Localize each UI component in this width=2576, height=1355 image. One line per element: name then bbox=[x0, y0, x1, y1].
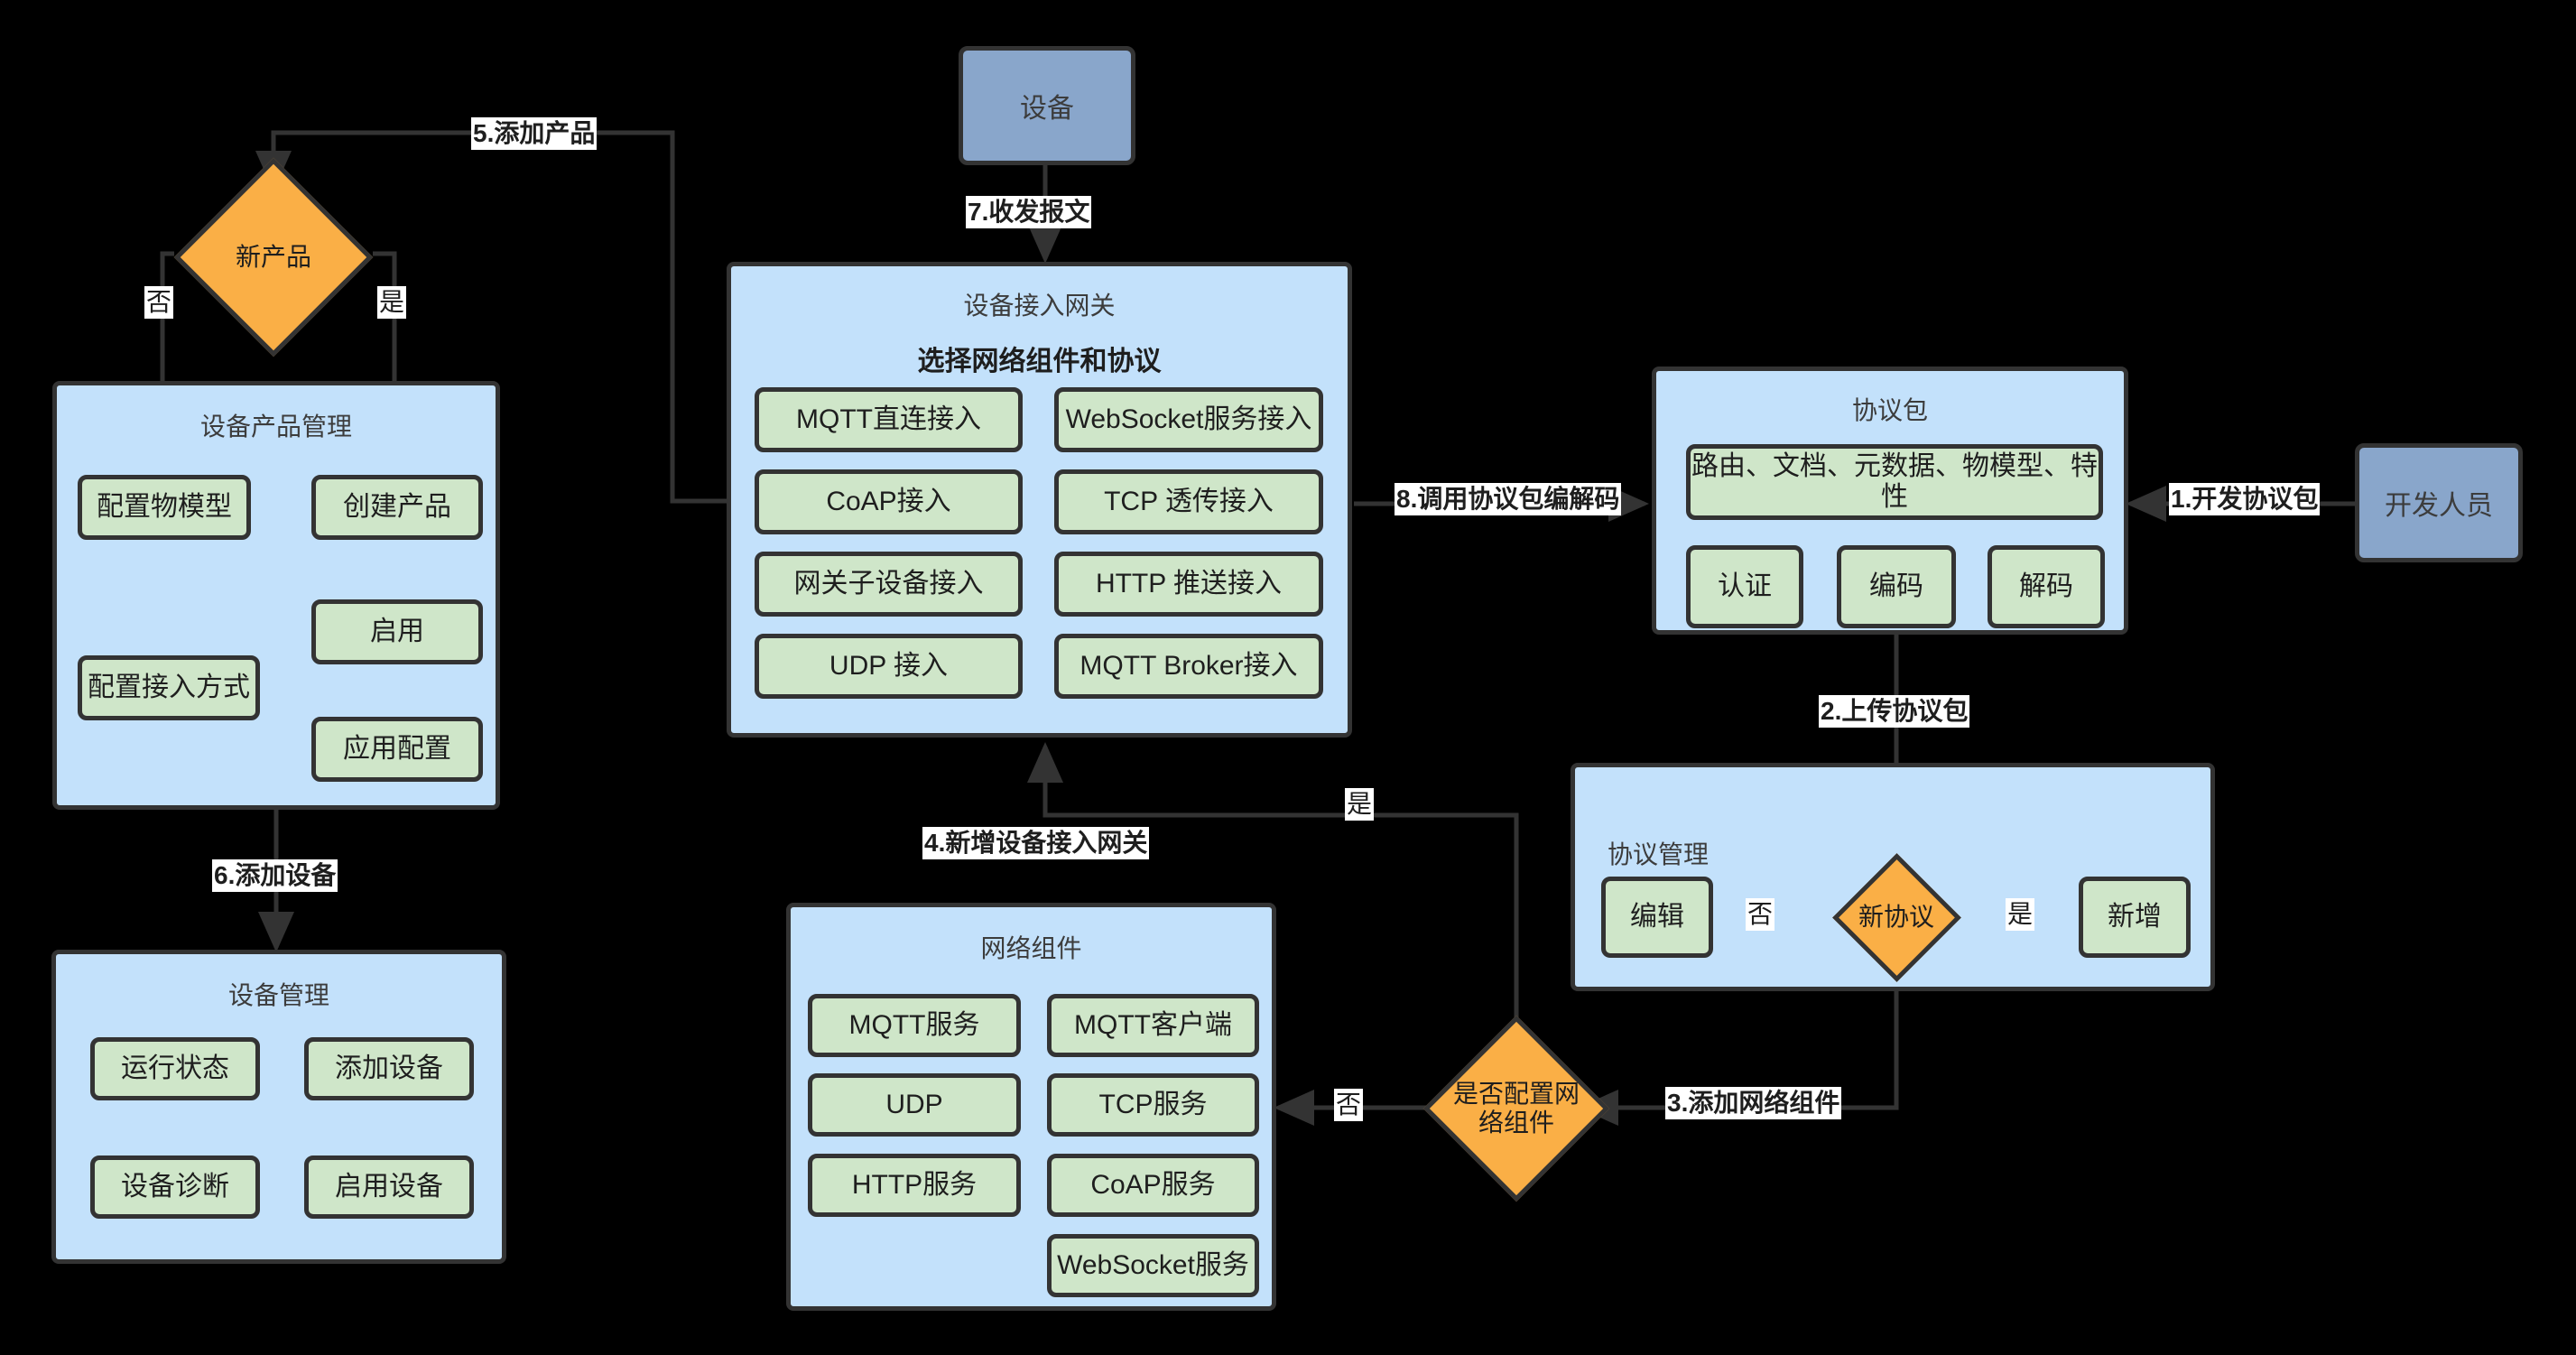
node-mqtt-service[interactable]: MQTT服务 bbox=[808, 994, 1021, 1057]
panel-network-components-title: 网络组件 bbox=[980, 934, 1082, 962]
node-label: 网关子设备接入 bbox=[793, 568, 984, 599]
node-enable-device[interactable]: 启用设备 bbox=[304, 1155, 474, 1219]
decision-configure-network-label: 是否配置网 络组件 bbox=[1452, 1079, 1580, 1137]
edge-label-step6: 6.添加设备 bbox=[212, 859, 338, 892]
edge-label-step2: 2.上传协议包 bbox=[1819, 695, 1970, 728]
node-label: 应用配置 bbox=[343, 733, 451, 764]
node-apply-config[interactable]: 应用配置 bbox=[311, 717, 483, 782]
node-protocol-metadata[interactable]: 路由、文档、元数据、物模型、特性 bbox=[1686, 444, 2103, 520]
node-label: 认证 bbox=[1718, 571, 1772, 601]
node-label: TCP服务 bbox=[1098, 1089, 1208, 1119]
actor-developer-label: 开发人员 bbox=[2385, 491, 2493, 521]
panel-device-access-gateway-subtitle: 选择网络组件和协议 bbox=[917, 347, 1162, 376]
node-tcp-service[interactable]: TCP服务 bbox=[1047, 1073, 1259, 1137]
node-protocol-edit[interactable]: 编辑 bbox=[1601, 877, 1713, 958]
node-label: 解码 bbox=[2019, 571, 2073, 601]
actor-developer[interactable]: 开发人员 bbox=[2355, 443, 2523, 562]
node-mqtt-broker-access[interactable]: MQTT Broker接入 bbox=[1054, 634, 1323, 699]
node-label: HTTP服务 bbox=[851, 1169, 978, 1200]
node-http-service[interactable]: HTTP服务 bbox=[808, 1154, 1021, 1217]
decision-configure-network-components[interactable]: 是否配置网 络组件 bbox=[1422, 1015, 1610, 1202]
node-label: HTTP 推送接入 bbox=[1095, 568, 1283, 599]
node-label: 设备诊断 bbox=[121, 1171, 229, 1202]
node-add-device[interactable]: 添加设备 bbox=[304, 1037, 474, 1100]
edge-label-new-protocol-yes: 是 bbox=[2006, 898, 2035, 931]
node-label: MQTT直连接入 bbox=[796, 404, 981, 434]
node-label: MQTT服务 bbox=[848, 1009, 980, 1040]
actor-device[interactable]: 设备 bbox=[959, 46, 1135, 165]
node-coap-service[interactable]: CoAP服务 bbox=[1047, 1154, 1259, 1217]
node-label: 配置接入方式 bbox=[88, 672, 250, 702]
panel-device-product-management-title: 设备产品管理 bbox=[199, 413, 352, 441]
node-authentication[interactable]: 认证 bbox=[1686, 545, 1803, 628]
node-label: 启用设备 bbox=[335, 1171, 443, 1202]
node-label: TCP 透传接入 bbox=[1104, 486, 1274, 516]
node-mqtt-client[interactable]: MQTT客户端 bbox=[1047, 994, 1259, 1057]
node-websocket-service[interactable]: WebSocket服务 bbox=[1047, 1234, 1259, 1297]
panel-device-access-gateway-title: 设备接入网关 bbox=[963, 292, 1116, 320]
node-create-product[interactable]: 创建产品 bbox=[311, 475, 483, 540]
node-http-push-access[interactable]: HTTP 推送接入 bbox=[1054, 552, 1323, 617]
node-label: MQTT客户端 bbox=[1074, 1009, 1232, 1040]
node-label: 运行状态 bbox=[121, 1053, 229, 1083]
panel-protocol-management-title: 协议管理 bbox=[1608, 840, 1710, 868]
node-gateway-subdevice-access[interactable]: 网关子设备接入 bbox=[755, 552, 1023, 617]
node-label: 路由、文档、元数据、物模型、特性 bbox=[1691, 450, 2098, 513]
decision-new-protocol-label: 新协议 bbox=[1858, 903, 1934, 932]
edge-label-step1: 1.开发协议包 bbox=[2169, 483, 2321, 515]
node-websocket-service-access[interactable]: WebSocket服务接入 bbox=[1054, 387, 1323, 452]
node-label: CoAP接入 bbox=[826, 486, 951, 516]
node-label: MQTT Broker接入 bbox=[1080, 650, 1298, 681]
node-encode[interactable]: 编码 bbox=[1837, 545, 1956, 628]
node-udp[interactable]: UDP bbox=[808, 1073, 1021, 1137]
edge-label-config-network-yes: 是 bbox=[1345, 788, 1375, 821]
node-label: 编码 bbox=[1869, 571, 1923, 601]
node-protocol-add[interactable]: 新增 bbox=[2079, 877, 2191, 958]
node-label: 配置物模型 bbox=[97, 491, 232, 522]
node-mqtt-direct-access[interactable]: MQTT直连接入 bbox=[755, 387, 1023, 452]
node-label: UDP 接入 bbox=[829, 650, 949, 681]
node-decode[interactable]: 解码 bbox=[1988, 545, 2105, 628]
node-tcp-transparent-access[interactable]: TCP 透传接入 bbox=[1054, 469, 1323, 534]
node-udp-access[interactable]: UDP 接入 bbox=[755, 634, 1023, 699]
node-running-status[interactable]: 运行状态 bbox=[90, 1037, 260, 1100]
edge-label-new-product-yes: 是 bbox=[377, 286, 407, 319]
edge-label-step8: 8.调用协议包编解码 bbox=[1395, 483, 1622, 515]
actor-device-label: 设备 bbox=[1020, 94, 1074, 124]
decision-new-protocol[interactable]: 新协议 bbox=[1832, 853, 1961, 982]
decision-new-product[interactable]: 新产品 bbox=[173, 157, 374, 357]
panel-device-management-title: 设备管理 bbox=[227, 981, 329, 1009]
node-coap-access[interactable]: CoAP接入 bbox=[755, 469, 1023, 534]
node-label: CoAP服务 bbox=[1090, 1169, 1216, 1200]
edge-label-step4: 4.新增设备接入网关 bbox=[922, 827, 1150, 859]
node-label: 创建产品 bbox=[343, 491, 451, 522]
node-label: 编辑 bbox=[1630, 901, 1684, 932]
edge-label-step5: 5.添加产品 bbox=[471, 117, 598, 150]
node-label: 启用 bbox=[370, 616, 424, 646]
edge-label-step3: 3.添加网络组件 bbox=[1665, 1087, 1842, 1119]
edge-label-new-product-no: 否 bbox=[144, 286, 174, 319]
node-label: UDP bbox=[885, 1089, 943, 1119]
edge-label-step7: 7.收发报文 bbox=[966, 196, 1092, 228]
node-label: 添加设备 bbox=[335, 1053, 443, 1083]
node-device-diagnosis[interactable]: 设备诊断 bbox=[90, 1155, 260, 1219]
node-label: WebSocket服务接入 bbox=[1065, 404, 1312, 434]
node-enable[interactable]: 启用 bbox=[311, 599, 483, 664]
edge-label-config-network-no: 否 bbox=[1334, 1089, 1364, 1121]
panel-protocol-package-title: 协议包 bbox=[1851, 396, 1928, 424]
node-configure-thing-model[interactable]: 配置物模型 bbox=[78, 475, 251, 540]
node-label: WebSocket服务 bbox=[1057, 1249, 1249, 1280]
edge-label-new-protocol-no: 否 bbox=[1746, 898, 1775, 931]
decision-new-product-label: 新产品 bbox=[235, 242, 311, 271]
node-configure-access-method[interactable]: 配置接入方式 bbox=[78, 655, 260, 720]
node-label: 新增 bbox=[2108, 901, 2162, 932]
